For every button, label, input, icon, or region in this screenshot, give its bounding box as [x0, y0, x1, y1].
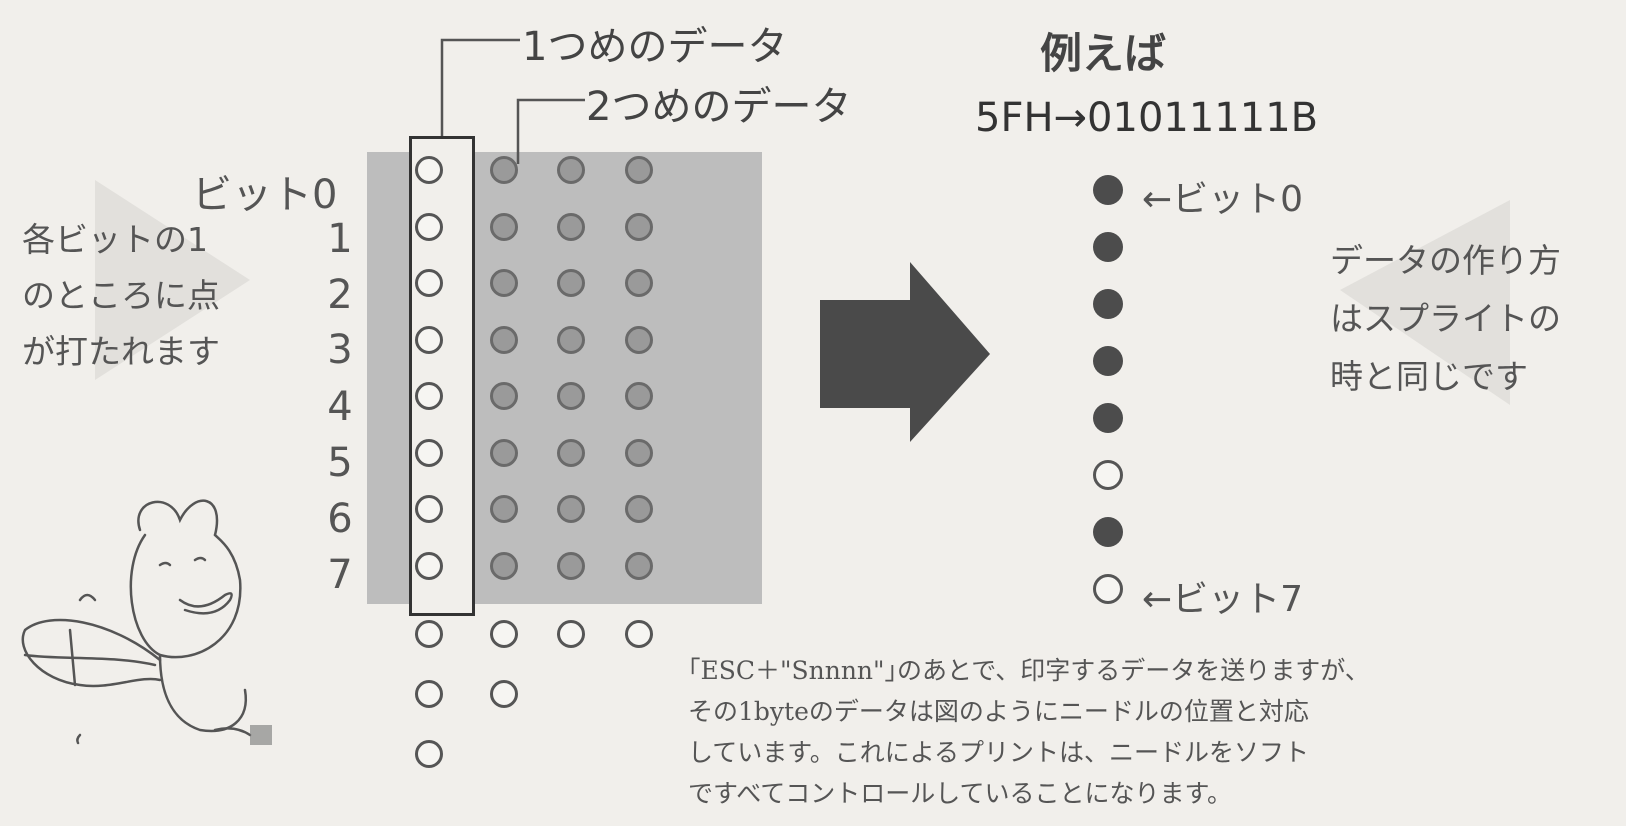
needle-shaded	[490, 325, 518, 354]
example-value: 5FH→01011111B	[975, 95, 1319, 141]
needle-extra	[415, 740, 443, 768]
example-dot-filled	[1093, 289, 1123, 319]
example-title: 例えば	[1040, 29, 1167, 78]
needle-shaded	[625, 156, 653, 184]
needle-shaded	[557, 156, 585, 184]
first-data-column-frame	[409, 136, 475, 616]
needle-shaded	[557, 382, 585, 410]
needle-shaded	[557, 325, 585, 354]
example-dot-filled	[1093, 175, 1123, 205]
needle-shaded	[490, 438, 518, 467]
needle-first-data	[415, 212, 443, 241]
left-note-line: のところに点	[22, 276, 220, 315]
needle-shaded	[557, 551, 585, 580]
needle-extra	[415, 620, 443, 648]
needle-extra	[625, 620, 653, 648]
pointer-bit7: ←ビット7	[1142, 579, 1304, 620]
example-dot-empty	[1093, 574, 1123, 604]
needle-shaded	[625, 382, 653, 410]
needle-shaded	[557, 212, 585, 241]
needle-first-data	[415, 382, 443, 410]
needle-shaded	[625, 495, 653, 523]
needle-shaded	[625, 325, 653, 354]
bit-label-7: 7	[327, 552, 353, 598]
needle-extra	[557, 620, 585, 648]
bit-label-5: 5	[327, 440, 353, 486]
bit-label-1: 1	[327, 216, 353, 262]
bit-label-4: 4	[327, 384, 353, 430]
needle-first-data	[415, 551, 443, 580]
needle-extra	[490, 680, 518, 708]
needle-first-data	[415, 495, 443, 523]
needle-shaded	[490, 269, 518, 297]
needle-shaded	[557, 495, 585, 523]
bit-label-2: 2	[327, 272, 353, 318]
needle-first-data	[415, 269, 443, 297]
needle-shaded	[625, 438, 653, 467]
example-dot-filled	[1093, 346, 1123, 376]
example-dot-filled	[1093, 517, 1123, 547]
needle-shaded	[490, 551, 518, 580]
needle-extra	[490, 620, 518, 648]
left-note-line: が打たれます	[22, 332, 220, 371]
callout-data2: 2つめのデータ	[586, 84, 852, 130]
needle-first-data	[415, 325, 443, 354]
needle-shaded	[557, 438, 585, 467]
fox-illustration	[21, 499, 272, 745]
needle-shaded	[490, 495, 518, 523]
needle-shaded	[490, 156, 518, 184]
needle-extra	[415, 680, 443, 708]
big-arrow	[820, 262, 990, 442]
bit-label-6: 6	[327, 496, 353, 542]
caption-line: ｢ESC＋"Snnnn"｣のあとで、印字するデータを送りますが、	[688, 656, 1370, 685]
needle-shaded	[490, 382, 518, 410]
left-note: 各ビットの1 のところに点 が打たれます	[22, 212, 220, 380]
right-note-line: はスプライトの	[1330, 299, 1561, 338]
caption-text: ｢ESC＋"Snnnn"｣のあとで、印字するデータを送りますが、 その1byte…	[688, 650, 1370, 814]
needle-first-data	[415, 438, 443, 467]
right-note: データの作り方 はスプライトの 時と同じです	[1330, 232, 1561, 406]
bit-label-3: 3	[327, 327, 353, 373]
caption-line: ですべてコントロールしていることになります。	[688, 779, 1233, 808]
example-dot-filled	[1093, 403, 1123, 433]
needle-shaded	[625, 212, 653, 241]
needle-shaded	[490, 212, 518, 241]
needle-shaded	[557, 269, 585, 297]
callout-data1: 1つめのデータ	[522, 24, 788, 70]
needle-shaded	[625, 269, 653, 297]
right-note-line: データの作り方	[1330, 241, 1561, 280]
needle-first-data	[415, 156, 443, 184]
right-note-line: 時と同じです	[1330, 357, 1528, 396]
bit-label-0: ビット0	[192, 172, 338, 218]
caption-line: その1byteのデータは図のようにニードルの位置と対応	[688, 697, 1309, 726]
left-note-line: 各ビットの1	[22, 220, 208, 259]
example-dot-filled	[1093, 232, 1123, 262]
pointer-bit0: ←ビット0	[1142, 179, 1304, 220]
needle-shaded	[625, 551, 653, 580]
example-dot-empty	[1093, 460, 1123, 490]
caption-line: しています。これによるプリントは、ニードルをソフト	[688, 738, 1310, 767]
